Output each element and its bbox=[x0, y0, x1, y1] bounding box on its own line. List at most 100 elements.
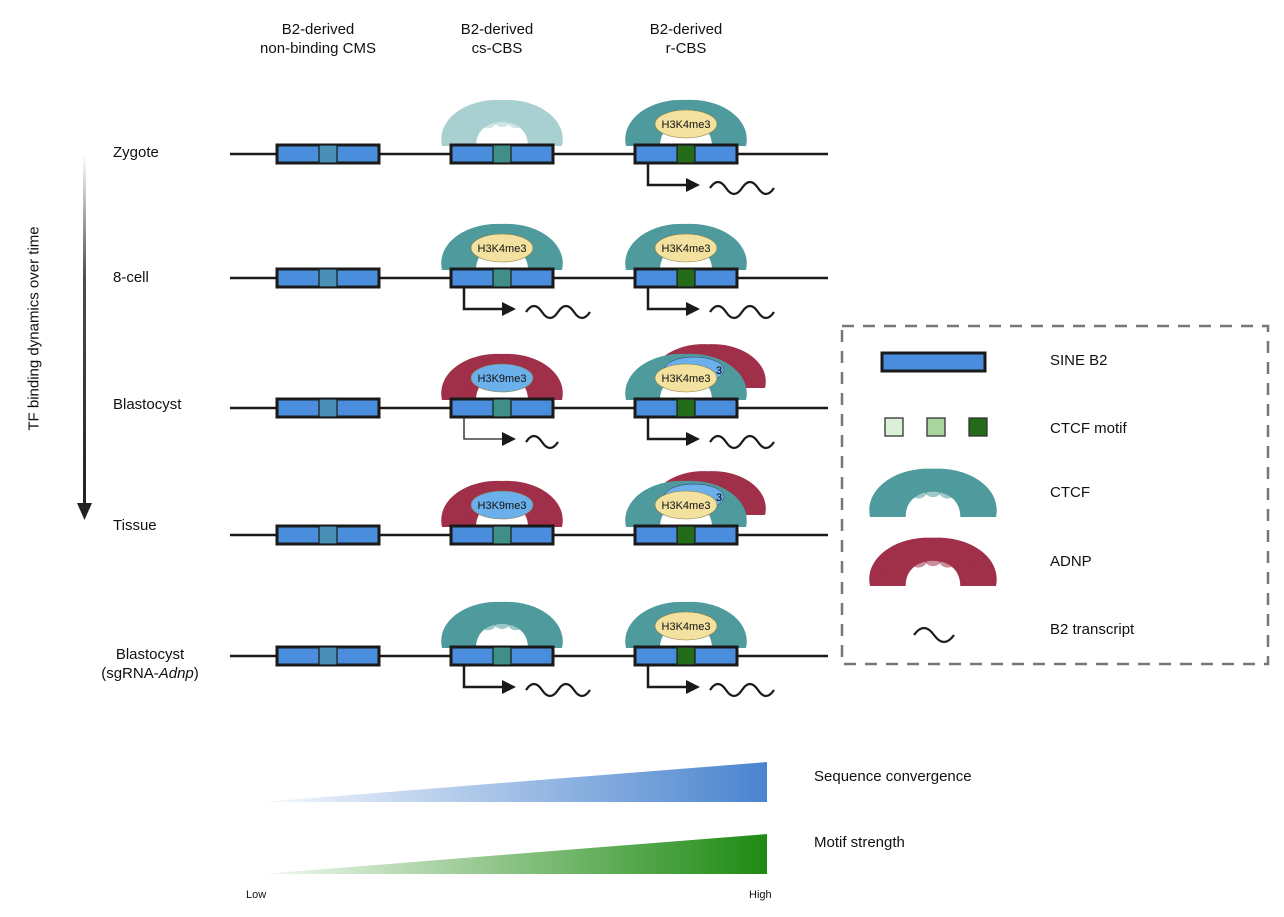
r-transcript-arrowhead bbox=[686, 302, 700, 316]
h3k9me3-mark-ellipse bbox=[470, 490, 534, 520]
r-transcript-wave bbox=[709, 434, 775, 450]
legend-ctcf-icon-texture bbox=[908, 479, 928, 499]
legend-ctcf-icon-texture bbox=[923, 478, 943, 498]
h3k4me3-mark-ellipse bbox=[654, 611, 718, 641]
scale-high-label: High bbox=[749, 889, 772, 901]
column-header-r-cbs: B2-derived r-CBS bbox=[586, 20, 786, 58]
scale-low-label: Low bbox=[246, 889, 267, 901]
sine-b2-element-motif bbox=[676, 398, 696, 418]
legend-adnp-icon-texture bbox=[923, 547, 943, 567]
h3k4me3-mark-text: H3K4me3 bbox=[662, 243, 711, 255]
legend-adnp-icon-texture bbox=[908, 548, 928, 568]
adnp-protein-texture bbox=[534, 508, 553, 527]
h3k4me3-mark-ellipse bbox=[654, 233, 718, 263]
sine-b2-element-motif bbox=[492, 268, 512, 288]
h3k9me3-mark-text: H3K9me3 bbox=[478, 500, 527, 512]
column-header-line2: cs-CBS bbox=[471, 40, 523, 57]
sine-b2-element-motif bbox=[676, 525, 696, 545]
legend-ctcf-motif-icon bbox=[926, 417, 946, 437]
h3k4me3-mark-text: H3K4me3 bbox=[662, 621, 711, 633]
sine-b2-element-motif bbox=[676, 144, 696, 164]
ctcf-protein-texture bbox=[718, 629, 737, 648]
column-header-line1: B2-derived bbox=[281, 21, 355, 38]
sine-b2-element-motif bbox=[492, 646, 512, 666]
r-transcript-promoter-arrow bbox=[646, 287, 688, 311]
sine-b2-element-motif bbox=[492, 144, 512, 164]
superscript-text: 3 bbox=[716, 492, 722, 504]
h3k4me3-mark-ellipse bbox=[654, 109, 718, 139]
column-header-non-binding: B2-derived non-binding CMS bbox=[218, 20, 418, 58]
row-label-tissue: Tissue bbox=[113, 517, 157, 534]
cs-transcript-promoter-arrow bbox=[462, 287, 504, 311]
legend-transcript-icon bbox=[913, 626, 955, 644]
h3k4me3-mark-ellipse bbox=[654, 490, 718, 520]
ctcf-protein-texture bbox=[718, 251, 737, 270]
stage-row: H3K4me3 bbox=[230, 99, 828, 196]
ctcf-protein-texture bbox=[534, 629, 553, 648]
ctcf-protein-texture bbox=[718, 508, 737, 527]
legend-ctcf-icon-texture bbox=[967, 497, 987, 517]
sine-b2-element-motif bbox=[318, 398, 338, 418]
sequence-convergence-wedge bbox=[262, 762, 767, 802]
legend-ctcf-motif-icon bbox=[968, 417, 988, 437]
column-header-line2: non-binding CMS bbox=[260, 40, 376, 57]
time-arrow-head bbox=[77, 503, 92, 520]
sine-b2-element-motif bbox=[676, 268, 696, 288]
h3k4me3-mark-ellipse bbox=[654, 363, 718, 393]
r-transcript-promoter-arrow bbox=[646, 665, 688, 689]
cs-transcript-promoter-arrow bbox=[463, 417, 504, 440]
h3k9me3-mark-ellipse bbox=[470, 363, 534, 393]
legend-label-adnp: ADNP bbox=[1050, 553, 1092, 570]
legend-box bbox=[840, 324, 1270, 666]
time-arrow-shaft bbox=[83, 155, 86, 505]
r-transcript-promoter-arrow bbox=[646, 417, 688, 441]
sine-b2-element-motif bbox=[318, 268, 338, 288]
r-transcript-wave bbox=[709, 180, 775, 196]
r-transcript-promoter-arrow bbox=[646, 163, 688, 187]
cs-transcript-wave bbox=[525, 304, 591, 320]
column-header-cs-cbs: B2-derived cs-CBS bbox=[397, 20, 597, 58]
legend-label-sine-b2: SINE B2 bbox=[1050, 352, 1108, 369]
ctcf-protein-texture bbox=[493, 611, 511, 629]
h3k4me3-mark-ellipse bbox=[470, 233, 534, 263]
sine-b2-element-motif bbox=[492, 398, 512, 418]
h3k4me3-mark-text: H3K4me3 bbox=[662, 373, 711, 385]
row-label-line2: (sgRNA-Adnp) bbox=[100, 664, 200, 683]
ctcf-protein-faint-texture bbox=[479, 110, 498, 129]
cs-transcript-arrowhead bbox=[502, 680, 516, 694]
legend-sine-b2-icon bbox=[880, 351, 987, 373]
row-label-gene: Adnp bbox=[158, 665, 194, 682]
row-label-8-cell: 8-cell bbox=[113, 269, 149, 286]
superscript-text: 3 bbox=[716, 365, 722, 377]
row-label-blastocyst: Blastocyst bbox=[113, 396, 182, 413]
adnp-protein-texture bbox=[534, 381, 553, 400]
cs-transcript-wave bbox=[525, 682, 591, 698]
legend-label-ctcf: CTCF bbox=[1050, 484, 1090, 501]
stage-row: H3K4me3 bbox=[230, 601, 828, 698]
h3k4me3-mark-text: H3K4me3 bbox=[662, 500, 711, 512]
cs-transcript-promoter-arrow bbox=[462, 665, 504, 689]
sequence-convergence-label: Sequence convergence bbox=[814, 768, 972, 785]
legend-ctcf-motif-icon bbox=[884, 417, 904, 437]
row-label-blastocyst-sgrna: Blastocyst (sgRNA-Adnp) bbox=[100, 645, 200, 683]
sine-b2-element-motif bbox=[318, 525, 338, 545]
column-header-line2: r-CBS bbox=[665, 40, 707, 57]
sine-b2-element-motif bbox=[318, 646, 338, 666]
ctcf-protein-texture bbox=[479, 612, 498, 631]
row-label-suffix: ) bbox=[193, 665, 199, 682]
ctcf-protein-texture bbox=[534, 251, 553, 270]
h3k4me3-mark-text: H3K4me3 bbox=[662, 119, 711, 131]
sine-b2-element-motif bbox=[318, 144, 338, 164]
r-transcript-wave bbox=[709, 682, 775, 698]
legend-label-b2-transcript: B2 transcript bbox=[1050, 621, 1135, 638]
sine-b2-element-motif bbox=[492, 525, 512, 545]
r-transcript-arrowhead bbox=[686, 178, 700, 192]
legend-adnp-icon-texture bbox=[967, 566, 987, 586]
r-transcript-arrowhead bbox=[686, 680, 700, 694]
cs-transcript-wave bbox=[525, 434, 559, 450]
column-header-line1: B2-derived bbox=[649, 21, 723, 38]
